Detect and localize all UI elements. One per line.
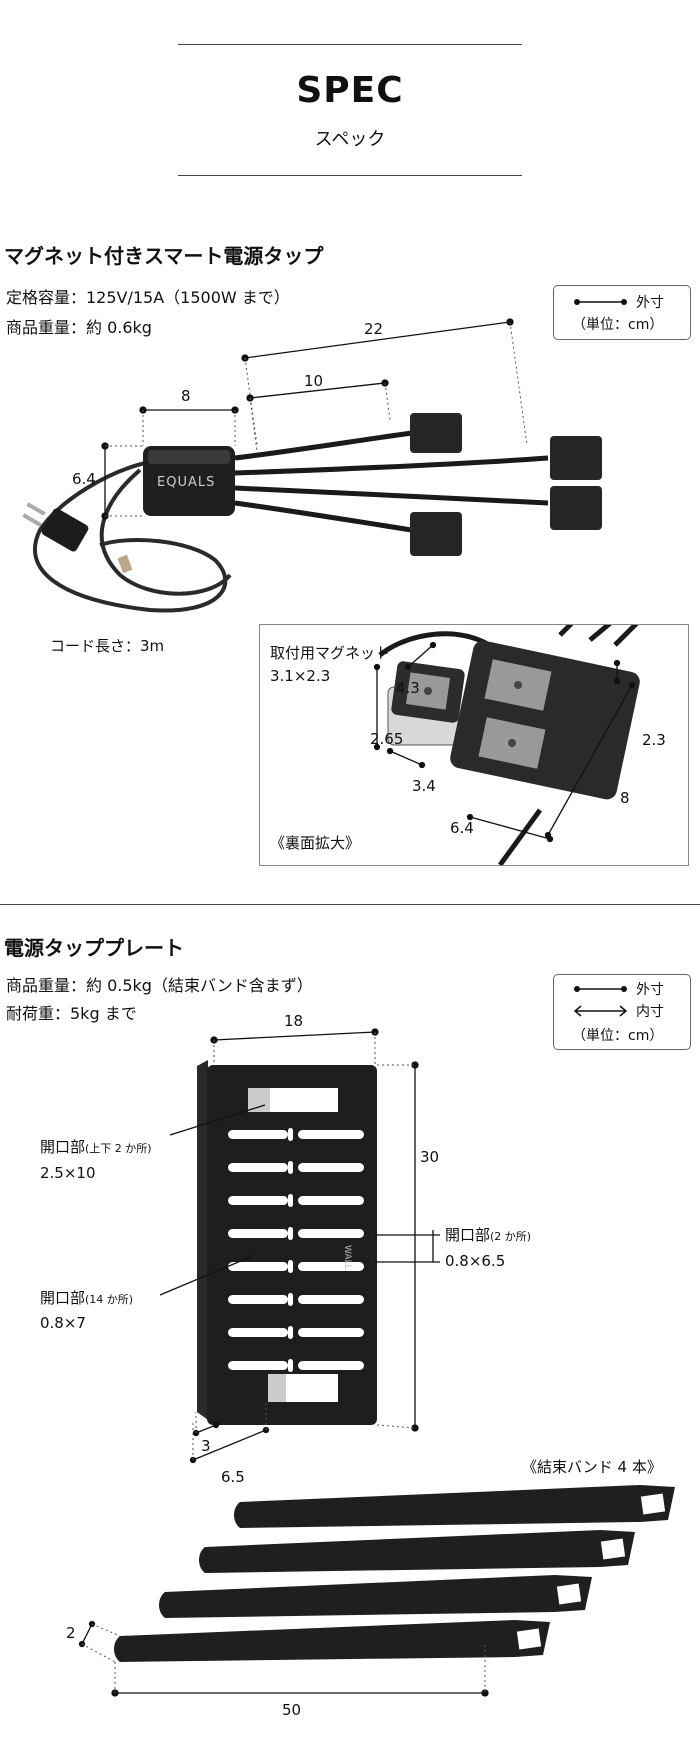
plate-slot bbox=[298, 1295, 364, 1304]
outlet-3 bbox=[550, 486, 602, 530]
plate-slot bbox=[228, 1328, 288, 1337]
plate-dim-30: 30 bbox=[420, 1148, 440, 1166]
plate-weight: 商品重量：約 0.5kg（結束バンド含まず） bbox=[6, 976, 313, 995]
legend-unit-label: （単位：cm） bbox=[572, 317, 664, 333]
tap-legend: 外寸 （単位：cm） bbox=[553, 285, 691, 340]
plate-section-title: 電源タッププレート bbox=[4, 936, 184, 960]
tap-cord-length: コード長さ：3m bbox=[50, 637, 165, 655]
inset-caption: 《裏面拡大》 bbox=[270, 834, 361, 852]
plate-small-slot bbox=[288, 1161, 293, 1174]
header-bottom-rule bbox=[178, 175, 522, 176]
opening-2-label: 開口部(2 か所) bbox=[445, 1226, 532, 1244]
outer-dimension-line-icon bbox=[574, 299, 627, 305]
plate-slot bbox=[228, 1295, 288, 1304]
plate-small-slot bbox=[288, 1326, 293, 1339]
inset-dim-4-3: 4.3 bbox=[396, 679, 420, 697]
plate-small-slot bbox=[288, 1128, 293, 1141]
cable-tie-4 bbox=[114, 1620, 550, 1662]
outlet-1 bbox=[410, 413, 462, 453]
outlet-2 bbox=[550, 436, 602, 480]
plate-slot bbox=[298, 1229, 364, 1238]
tap-dim-22: 22 bbox=[364, 320, 384, 338]
page-title: SPEC bbox=[296, 70, 404, 111]
plate-small-slot bbox=[288, 1194, 293, 1207]
header-top-rule bbox=[178, 44, 522, 45]
legend-outer-label: 外寸 bbox=[636, 295, 664, 311]
inset-dim-3-4: 3.4 bbox=[412, 777, 436, 795]
cable-tie-2 bbox=[199, 1530, 635, 1573]
opening-1-label: 開口部(上下 2 か所) bbox=[40, 1138, 152, 1156]
legend-outer-label: 外寸 bbox=[636, 982, 664, 998]
plate-slot bbox=[298, 1163, 364, 1172]
inset-dim-8: 8 bbox=[620, 789, 630, 807]
outer-dimension-line-icon bbox=[574, 986, 627, 992]
plate-dim-18: 18 bbox=[284, 1012, 304, 1030]
tap-dim-10: 10 bbox=[304, 372, 324, 390]
tap-back-inset: 取付用マグネット 3.1×2.3 4.3 2.65 3.4 2.3 8 6.4 … bbox=[259, 624, 689, 866]
tap-weight: 商品重量：約 0.6kg bbox=[6, 318, 152, 337]
tap-brand-label: EQUALS bbox=[157, 475, 216, 490]
plate-slot bbox=[298, 1262, 364, 1271]
cable-tie-1 bbox=[234, 1485, 675, 1528]
inset-dim-6-4: 6.4 bbox=[450, 819, 474, 837]
plate-slot bbox=[228, 1361, 288, 1370]
inset-dim-2-3: 2.3 bbox=[642, 731, 666, 749]
plate-load: 耐荷重：5kg まで bbox=[6, 1004, 137, 1023]
plate-small-slot bbox=[288, 1260, 293, 1273]
plate-slot bbox=[298, 1361, 364, 1370]
plate-slot bbox=[228, 1262, 288, 1271]
tap-capacity: 定格容量：125V/15A（1500W まで） bbox=[6, 288, 290, 307]
plate-small-slot bbox=[288, 1359, 293, 1372]
inner-dimension-arrow-icon bbox=[573, 1005, 628, 1017]
plate-slot bbox=[298, 1196, 364, 1205]
opening-3-label: 開口部(14 か所) bbox=[40, 1289, 134, 1307]
band-dim-50: 50 bbox=[282, 1701, 302, 1719]
tap-back-illustration bbox=[373, 625, 640, 865]
plate-dim-6-5: 6.5 bbox=[221, 1468, 245, 1486]
opening-1-size: 2.5×10 bbox=[40, 1164, 96, 1182]
opening-2-size: 0.8×6.5 bbox=[445, 1252, 506, 1270]
section-divider bbox=[0, 904, 700, 905]
tap-dim-8: 8 bbox=[181, 387, 191, 405]
plate-slot bbox=[228, 1130, 288, 1139]
inset-magnet-size: 3.1×2.3 bbox=[270, 667, 331, 685]
power-cord bbox=[33, 460, 232, 613]
cable-tie-3 bbox=[159, 1575, 592, 1618]
legend-unit-label: （単位：cm） bbox=[572, 1028, 664, 1044]
plate-small-slot bbox=[288, 1293, 293, 1306]
plug-icon bbox=[22, 502, 89, 552]
opening-3-size: 0.8×7 bbox=[40, 1314, 86, 1332]
tap-dim-6-4: 6.4 bbox=[72, 470, 96, 488]
plate-slot bbox=[298, 1328, 364, 1337]
inset-magnet-title: 取付用マグネット bbox=[270, 644, 391, 662]
plate-small-slot bbox=[288, 1227, 293, 1240]
band-dim-2: 2 bbox=[66, 1624, 76, 1642]
branch-cables bbox=[234, 430, 549, 533]
tap-section-title: マグネット付きスマート電源タップ bbox=[4, 244, 324, 268]
legend-inner-label: 内寸 bbox=[636, 1004, 664, 1020]
bands-caption: 《結束バンド 4 本》 bbox=[522, 1458, 662, 1476]
plate-slots bbox=[228, 1128, 364, 1372]
inset-dim-2-65: 2.65 bbox=[370, 730, 404, 748]
plate-slot bbox=[298, 1130, 364, 1139]
plate-legend: 外寸 内寸 （単位：cm） bbox=[553, 974, 691, 1050]
plate-slot bbox=[228, 1196, 288, 1205]
plate-slot bbox=[228, 1229, 288, 1238]
page-subtitle: スペック bbox=[314, 129, 386, 150]
plate-dim-3: 3 bbox=[201, 1437, 211, 1455]
outlet-4 bbox=[410, 512, 462, 556]
plate-slot bbox=[228, 1163, 288, 1172]
